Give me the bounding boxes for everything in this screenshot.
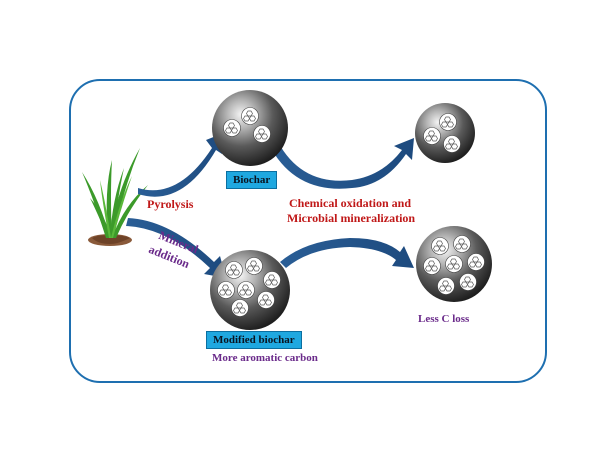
biochar-particle-icon xyxy=(210,250,290,330)
modified-biochar-tag: Modified biochar xyxy=(206,331,302,349)
pyrolysis-label: Pyrolysis xyxy=(147,197,194,211)
hexagonal-pore-icon xyxy=(431,237,449,255)
hexagonal-pore-icon xyxy=(253,125,271,143)
diagram-frame xyxy=(69,79,547,383)
biochar-tag: Biochar xyxy=(226,171,278,189)
less-c-loss-label: Less C loss xyxy=(418,313,470,325)
hexagonal-pore-icon xyxy=(439,113,457,131)
curved-arrow-icon xyxy=(272,138,414,189)
hexagonal-pore-icon xyxy=(459,273,477,291)
hexagonal-pore-icon xyxy=(217,281,235,299)
hexagonal-pore-icon xyxy=(453,235,471,253)
hexagonal-pore-icon xyxy=(225,261,243,279)
hexagonal-pore-icon xyxy=(437,277,455,295)
hexagonal-pore-icon xyxy=(443,135,461,153)
hexagonal-pore-icon xyxy=(423,127,441,145)
hexagonal-pore-icon xyxy=(231,299,249,317)
biochar-particle-icon xyxy=(212,90,288,166)
oxidation-label-line1: Chemical oxidation and xyxy=(289,196,412,210)
hexagonal-pore-icon xyxy=(241,107,259,125)
curved-arrow-icon xyxy=(280,238,414,268)
oxidation-label-line2: Microbial mineralization xyxy=(287,211,416,225)
hexagonal-pore-icon xyxy=(467,253,485,271)
rice-plant-icon xyxy=(82,148,148,246)
hexagonal-pore-icon xyxy=(263,271,281,289)
biochar-particle-icon xyxy=(415,103,475,163)
hexagonal-pore-icon xyxy=(257,291,275,309)
hexagonal-pore-icon xyxy=(237,281,255,299)
hexagonal-pore-icon xyxy=(445,255,463,273)
hexagonal-pore-icon xyxy=(423,257,441,275)
hexagonal-pore-icon xyxy=(223,119,241,137)
biochar-particle-icon xyxy=(416,226,492,302)
hexagonal-pore-icon xyxy=(245,257,263,275)
aromatic-carbon-label: More aromatic carbon xyxy=(212,352,318,364)
